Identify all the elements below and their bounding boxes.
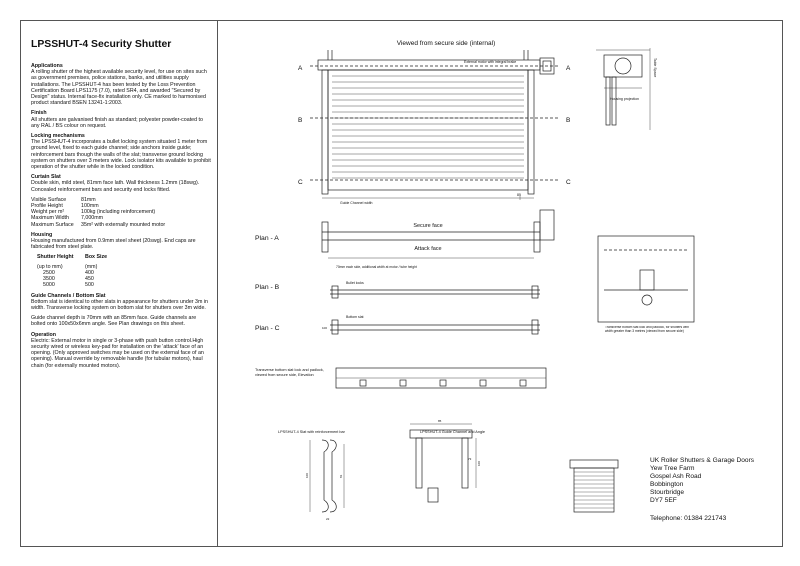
slat-section-title: LPSSHUT-4 Slat with reinforcement bar xyxy=(278,430,346,434)
box-row-size: 500 xyxy=(85,282,94,289)
plan-a xyxy=(321,209,555,259)
guide-dim-depth: 100 xyxy=(477,461,481,466)
slat-dim-visible: 81 xyxy=(339,474,343,478)
guide-heading: Guide Channels / Bottom Slat xyxy=(31,292,106,299)
page-title: LPSSHUT-4 Security Shutter xyxy=(31,39,172,50)
box-row-height: 3500 xyxy=(43,276,55,283)
transverse-detail xyxy=(597,235,695,323)
address-line: Stourbridge xyxy=(650,489,685,496)
section-a-left: A xyxy=(298,65,303,72)
side-section xyxy=(596,48,651,130)
left-guide-channel xyxy=(321,69,329,195)
sheet-frame xyxy=(20,20,783,547)
locking-heading: Locking mechanisms xyxy=(31,133,85,140)
curtain-slats xyxy=(332,75,524,179)
guide-section-title: LPSSHUT-4 Guide Channel and Angle xyxy=(420,430,485,434)
company-name: UK Roller Shutters & Garage Doors xyxy=(650,457,755,464)
section-c-right: C xyxy=(566,179,571,186)
side-label: Table Space xyxy=(653,58,657,77)
section-c-left: C xyxy=(298,179,303,186)
transverse-elevation xyxy=(335,367,547,389)
spec-value: 35m² with externally mounted motor xyxy=(81,221,166,228)
operation-text: Electric: External motor in single or 3-… xyxy=(31,337,204,369)
shutter-elevation xyxy=(310,50,560,200)
spec-value: 100mm xyxy=(81,203,99,210)
housing-heading: Housing xyxy=(31,231,53,238)
housing-text: Housing manufactured from 0.9mm steel sh… xyxy=(31,238,196,251)
section-a-right: A xyxy=(566,65,571,72)
section-b-right: B xyxy=(566,117,570,124)
slat-dim-height: 100 xyxy=(305,473,309,478)
applications-text: A rolling shutter of the highest availab… xyxy=(31,69,207,107)
curtain-heading: Curtain Slat xyxy=(31,174,61,181)
locking-text: The LPSSHUT-4 incorporates a bullet lock… xyxy=(31,139,211,171)
address-line: Bobbington xyxy=(650,481,684,488)
guide-dim-top: 85 xyxy=(438,419,442,423)
spec-text-column: LPSSHUT-4 Security Shutter Applications … xyxy=(31,31,211,369)
secure-face-label: Secure face xyxy=(413,223,442,229)
guide-section-drawing xyxy=(409,423,477,503)
transverse-elevation-note-box: Transverse bottom slat lock and padlock,… xyxy=(255,368,324,377)
plan-c-dim: 100 xyxy=(322,326,327,330)
spec-value: 100kg (including reinforcement) xyxy=(81,209,156,216)
column-divider xyxy=(217,20,218,547)
transverse-elevation-note: Transverse bottom slat lock and padlock,… xyxy=(255,368,324,377)
spec-label: Profile Height xyxy=(31,203,63,210)
plan-b xyxy=(330,285,540,299)
bottom-slat-label: Bottom slat xyxy=(346,315,364,319)
guide-dim-label: 85 xyxy=(517,193,521,197)
plan-c-label: Plan - C xyxy=(255,325,280,332)
address-line: Yew Tree Farm xyxy=(650,465,695,472)
right-guide-channel xyxy=(527,69,535,195)
address-line: Gospel Ash Road xyxy=(650,473,702,480)
box-unit-size: (mm) xyxy=(85,263,98,270)
guide-text: Bottom slat is identical to other slats … xyxy=(31,298,208,311)
spec-label: Weight per m² xyxy=(31,209,65,216)
guide-dim-inner: 73 xyxy=(468,457,472,461)
shutter-thumbnail xyxy=(569,459,619,513)
box-unit-height: (up to mm) xyxy=(37,263,63,270)
box-row-height: 2500 xyxy=(43,269,55,276)
plan-a-note: 70mm each side, additional width at moto… xyxy=(336,265,417,269)
slat-dim-depth: 22 xyxy=(326,517,330,521)
spec-label: Maximum Surface xyxy=(31,221,74,228)
section-b-left: B xyxy=(298,117,302,124)
plan-a-label: Plan - A xyxy=(255,235,279,242)
box-row-size: 450 xyxy=(85,276,94,283)
plan-motor xyxy=(539,209,555,241)
spec-label: Maximum Width xyxy=(31,215,69,222)
finish-text: All shutters are galvanised finish as st… xyxy=(31,116,203,129)
operation-heading: Operation xyxy=(31,331,57,338)
side-housing xyxy=(603,54,643,78)
spec-label: Visible Surface xyxy=(31,196,67,203)
attack-face-label: Attack face xyxy=(414,246,441,252)
transverse-detail-note: Transverse bottom slat lock and padlock,… xyxy=(605,326,689,333)
slat-section-drawing xyxy=(309,439,345,513)
curtain-text: Double skin, mild steel, 81mm face lath.… xyxy=(31,180,200,193)
box-header-height: Shutter Height xyxy=(37,254,74,261)
finish-heading: Finish xyxy=(31,110,47,117)
plan-c xyxy=(330,319,540,335)
box-row-size: 400 xyxy=(85,269,94,276)
applications-heading: Applications xyxy=(31,63,63,69)
spec-value: 7,000mm xyxy=(81,215,104,222)
elevation-title: Viewed from secure side (internal) xyxy=(397,40,496,47)
address-postcode: DY7 5EF xyxy=(650,497,677,504)
housing-projection-label: Housing projection xyxy=(610,97,639,101)
bullet-locks-label: Bullet locks xyxy=(346,281,364,285)
telephone: Telephone: 01384 221743 xyxy=(650,515,727,522)
motor-note: External motor with integral brake xyxy=(464,60,516,64)
plan-b-label: Plan - B xyxy=(255,284,280,291)
box-size-table: Shutter Height Box Size (up to mm) (mm) … xyxy=(37,254,211,288)
spec-value: 81mm xyxy=(81,196,96,203)
box-header-size: Box Size xyxy=(85,254,108,261)
box-row-height: 5000 xyxy=(43,282,55,289)
guide-channel-note: Guide Channel width xyxy=(340,201,373,205)
transverse-detail-note-box: Transverse bottom slat lock and padlock,… xyxy=(605,326,689,333)
company-address: UK Roller Shutters & Garage Doors Yew Tr… xyxy=(650,457,754,523)
guide-text-2: Guide channel depth is 70mm with an 85mm… xyxy=(31,315,197,328)
